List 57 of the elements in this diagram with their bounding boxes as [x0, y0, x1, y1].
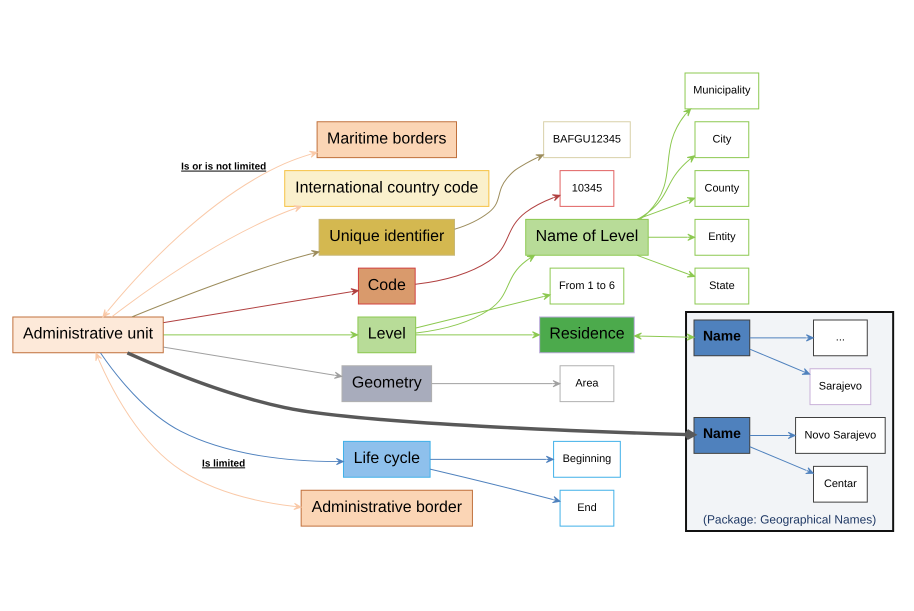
arrow — [636, 196, 696, 220]
arrow — [415, 254, 536, 334]
node-box: Code — [358, 267, 416, 304]
node-box: Centar — [813, 465, 868, 502]
node-box: Level — [357, 316, 416, 353]
node-box: BAFGU12345 — [543, 120, 631, 158]
node-box: City — [694, 120, 750, 158]
arrow — [640, 108, 692, 220]
node-box: Maritime borders — [316, 120, 457, 158]
node-box: County — [694, 170, 750, 206]
node-box: Municipality — [684, 72, 760, 109]
arrow — [454, 154, 544, 230]
node-box: International country code — [284, 170, 490, 206]
arrow — [634, 332, 694, 340]
arrow — [100, 352, 344, 465]
node-box: Sarajevo — [810, 368, 872, 405]
arrow — [163, 288, 359, 323]
arrow — [111, 204, 302, 317]
node-box: 10345 — [560, 170, 614, 206]
arrow — [636, 254, 696, 277]
node-box: Area — [560, 364, 614, 402]
arrow — [637, 154, 696, 220]
arrow — [430, 455, 554, 462]
node-box: Administrative unit — [12, 316, 164, 353]
arrow — [132, 250, 320, 317]
node-box: Name — [694, 416, 750, 454]
arrow — [431, 380, 560, 387]
arrow — [430, 468, 561, 503]
node-box: End — [560, 489, 614, 526]
arrow — [749, 348, 810, 374]
arrow — [749, 431, 796, 439]
arrow — [415, 194, 561, 284]
node-box: Beginning — [553, 440, 621, 478]
arrow — [749, 446, 814, 474]
arrow — [163, 330, 358, 338]
arrow — [163, 346, 342, 378]
edge-label: Is or is not limited — [181, 161, 266, 172]
arrow — [95, 352, 302, 510]
arrow — [749, 334, 814, 341]
node-box: Name — [694, 318, 750, 356]
arrow — [415, 292, 551, 328]
edge-label: Is limited — [202, 458, 246, 469]
node-box: Geometry — [341, 364, 432, 402]
arrow — [648, 233, 696, 240]
node-box: Life cycle — [342, 440, 431, 478]
node-box: Entity — [694, 218, 750, 256]
node-box: Novo Sarajevo — [795, 416, 886, 454]
node-box: State — [694, 267, 750, 304]
arrow — [102, 150, 318, 317]
node-box: ... — [813, 318, 868, 356]
arrow — [415, 330, 540, 338]
node-box: Residence — [539, 316, 635, 353]
node-box: From 1 to 6 — [550, 267, 624, 304]
node-box: Unique identifier — [318, 218, 455, 256]
node-box: Name of Level — [525, 218, 649, 256]
arrow — [126, 350, 696, 440]
node-box: Administrative border — [300, 489, 473, 526]
